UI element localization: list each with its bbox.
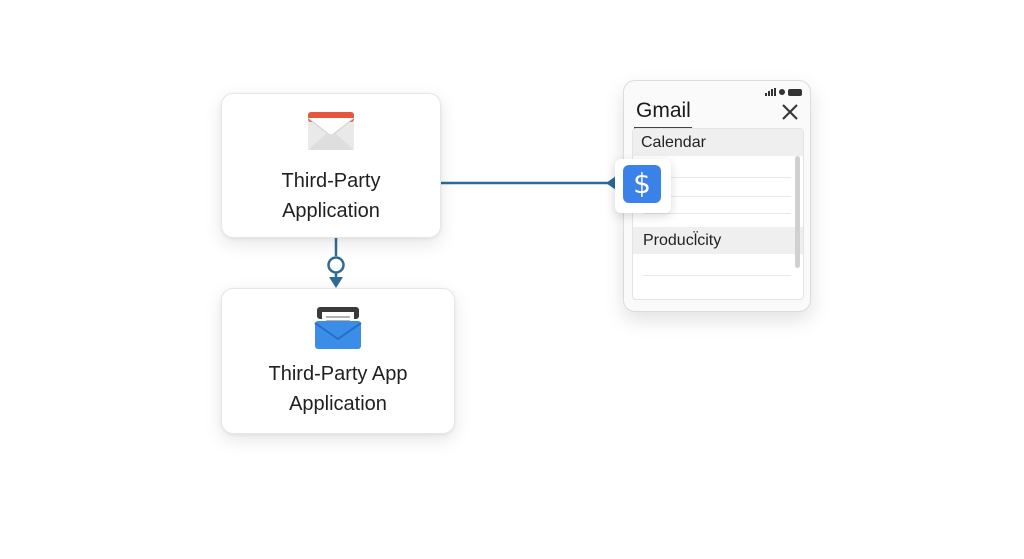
envelope-icon (306, 108, 356, 154)
node-title-line-2: Application (289, 393, 387, 415)
list-divider (643, 196, 791, 197)
list-divider (643, 213, 791, 214)
node-third-party-app-application[interactable]: Third-Party App Application (221, 288, 455, 434)
panel-title: Gmail (636, 99, 691, 122)
status-dot-icon (779, 89, 785, 95)
node-title-line-1: Third-Party App (268, 363, 408, 385)
status-bar (765, 87, 802, 97)
signal-icon (765, 88, 776, 96)
connector-arrowhead-down (329, 277, 343, 288)
gmail-panel: Gmail Calendar Producl̈city (623, 80, 811, 312)
connector-node-circle (327, 256, 345, 274)
list-divider (643, 275, 791, 276)
node-title: Third-Party Application (282, 166, 381, 226)
node-title-line-1: Third-Party (281, 170, 381, 192)
inbox-icon (313, 305, 363, 351)
scrollbar[interactable] (795, 156, 800, 268)
list-divider (643, 177, 791, 178)
dollar-icon: $ (623, 165, 661, 203)
battery-icon (788, 88, 802, 96)
node-third-party-application[interactable]: Third-Party Application (221, 93, 441, 238)
dollar-badge[interactable]: $ (615, 159, 671, 213)
section-productivity[interactable]: Producl̈city (633, 227, 803, 254)
node-title: Third-Party App Application (269, 359, 408, 419)
close-icon[interactable] (780, 102, 800, 122)
node-title-line-2: Application (282, 200, 380, 222)
section-calendar[interactable]: Calendar (633, 129, 803, 156)
panel-list: Calendar Producl̈city (632, 128, 804, 300)
